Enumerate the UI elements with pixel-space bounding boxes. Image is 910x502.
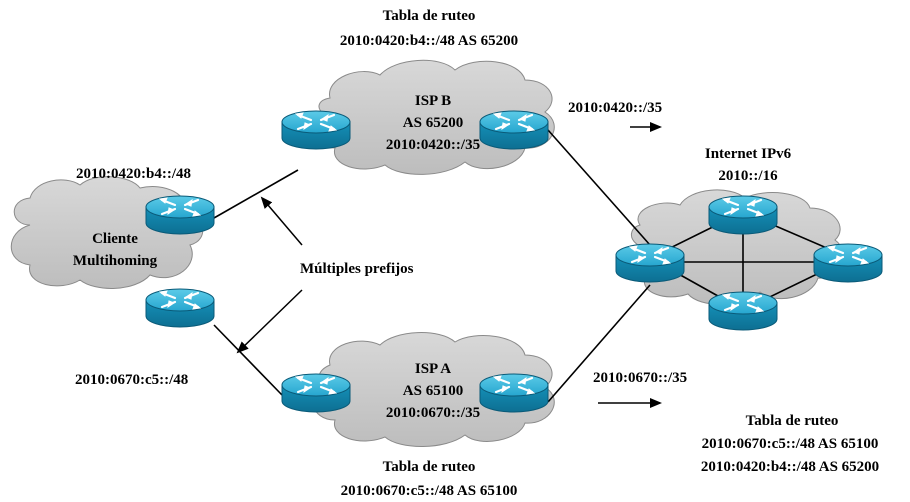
link-ispa-internet (547, 284, 651, 403)
internet-table-entry-2: 2010:0420:b4::/48 AS 65200 (701, 459, 879, 475)
isp-b-as: AS 65200 (403, 115, 463, 131)
isp-a-router-left-icon[interactable] (280, 372, 352, 414)
client-router-top-icon[interactable] (144, 194, 216, 236)
client-router-bottom-icon[interactable] (144, 287, 216, 329)
client-prefix-a: 2010:0670:c5::/48 (75, 372, 188, 388)
arrows (236, 122, 662, 408)
isp-b-table-entry: 2010:0420:b4::/48 AS 65200 (340, 33, 518, 49)
internet-name: Internet IPv6 (705, 146, 792, 162)
isp-a-router-right-icon[interactable] (478, 372, 550, 414)
isp-b-announce: 2010:0420::/35 (568, 100, 662, 116)
link-client-ispa (213, 324, 283, 396)
internet-router-bottom-icon[interactable] (707, 290, 779, 332)
isp-b-router-left-icon[interactable] (280, 109, 352, 151)
multi-prefix-label: Múltiples prefijos (300, 261, 414, 277)
internet-prefix: 2010::/16 (718, 168, 778, 184)
link-client-ispb (213, 169, 299, 219)
client-prefix-b: 2010:0420:b4::/48 (76, 166, 191, 182)
isp-a-announce: 2010:0670::/35 (593, 370, 687, 386)
isp-a-cloud (312, 332, 555, 447)
internet-table-title: Tabla de ruteo (746, 413, 839, 429)
client-name-line1: Cliente (92, 231, 138, 247)
arrow-down (236, 289, 303, 354)
isp-b-table-title: Tabla de ruteo (383, 8, 476, 24)
isp-a-prefix: 2010:0670::/35 (386, 405, 480, 421)
isp-a-table-title: Tabla de ruteo (383, 459, 476, 475)
client-name-line2: Multihoming (73, 253, 158, 269)
internet-router-right-icon[interactable] (812, 242, 884, 284)
isp-a-as: AS 65100 (403, 383, 463, 399)
link-ispb-internet (547, 129, 651, 246)
isp-a-table-entry: 2010:0670:c5::/48 AS 65100 (341, 483, 518, 499)
isp-b-prefix: 2010:0420::/35 (386, 137, 480, 153)
isp-a-name: ISP A (415, 361, 451, 377)
internet-table-entry-1: 2010:0670:c5::/48 AS 65100 (702, 436, 879, 452)
isp-b-name: ISP B (415, 93, 451, 109)
isp-b-router-right-icon[interactable] (478, 109, 550, 151)
internet-router-left-icon[interactable] (614, 242, 686, 284)
internet-router-top-icon[interactable] (707, 194, 779, 236)
arrow-up (260, 196, 303, 246)
